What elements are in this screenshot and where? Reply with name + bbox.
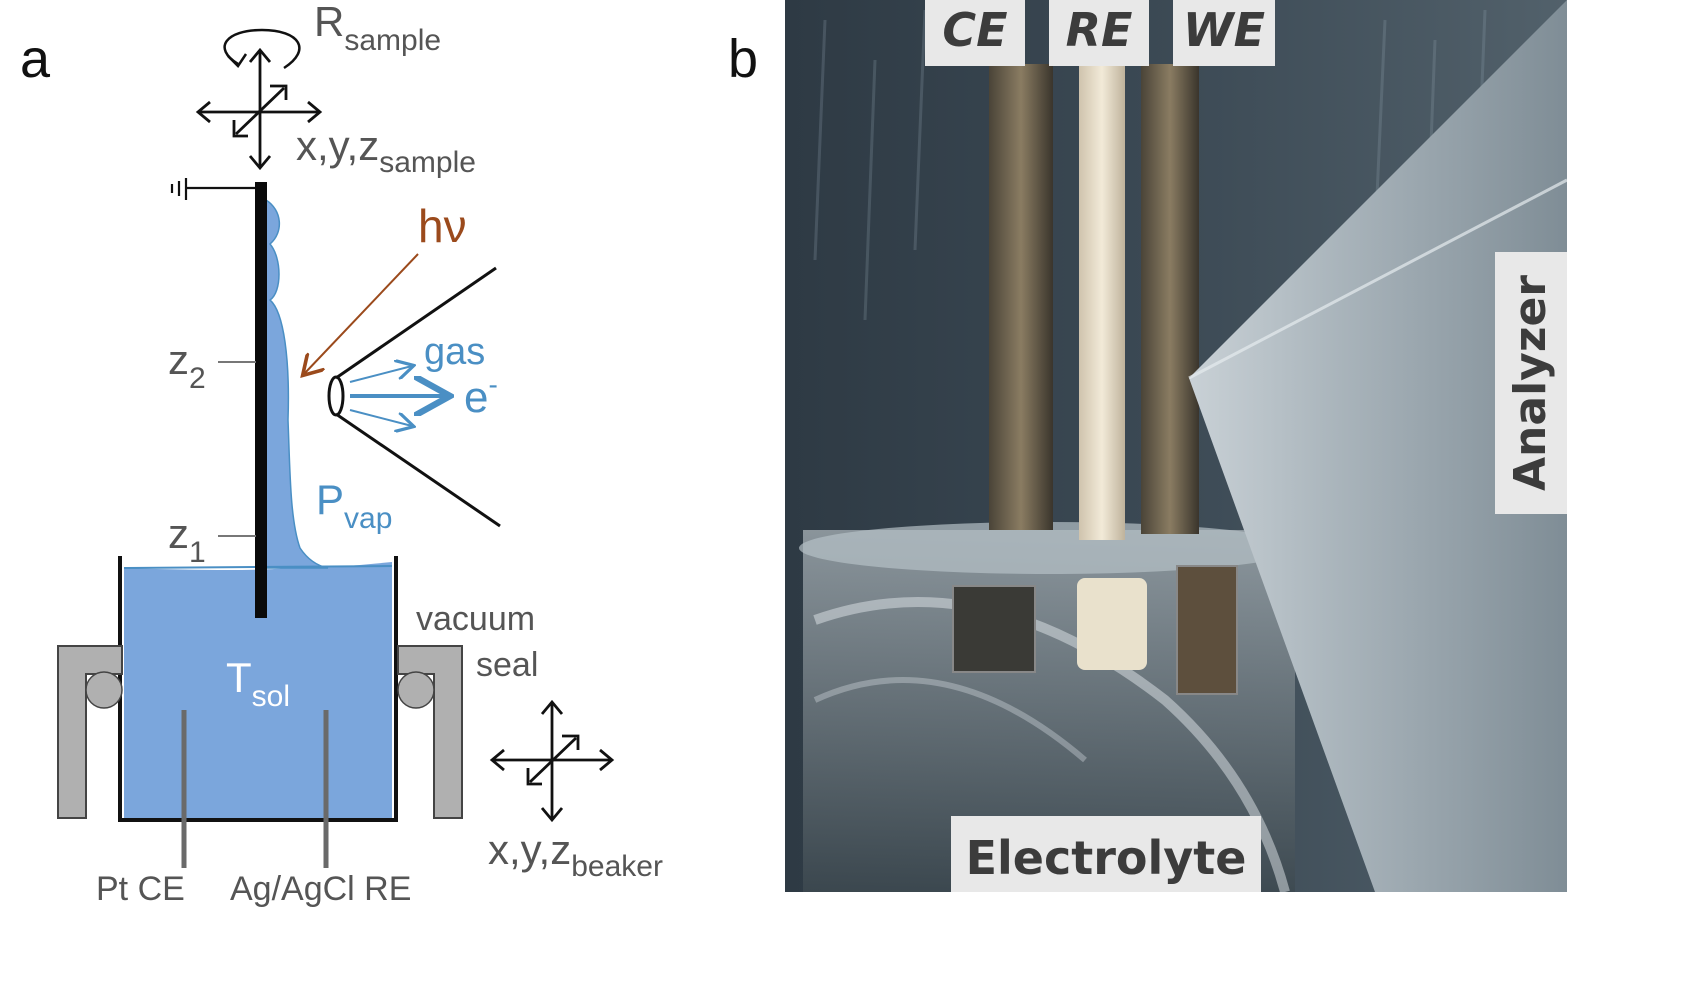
analyzer-cone	[327, 266, 501, 528]
rotation-arrowhead	[227, 53, 248, 68]
photon-beam-arrow	[304, 253, 419, 374]
gas-arrow-down	[349, 409, 412, 426]
electrolyte-label: Electrolyte	[966, 831, 1247, 885]
vacuum-label: vacuum	[416, 600, 535, 638]
xyz-beaker-label: x,y,zbeaker	[488, 826, 663, 883]
working-electrode	[255, 182, 267, 618]
we-label: WE	[1183, 3, 1265, 57]
pvap-label: Pvap	[316, 476, 392, 535]
pt-ce-label: Pt CE	[96, 870, 185, 908]
oring-right	[397, 671, 435, 709]
rotation-arrow	[223, 28, 301, 70]
glass-beaker	[803, 530, 1295, 892]
meniscus-film	[265, 198, 329, 569]
analyzer-cone-photo	[1189, 0, 1567, 892]
analyzer-label: Analyzer	[1505, 275, 1556, 491]
ce-label: CE	[942, 3, 1007, 57]
sample-xyz-cross	[195, 47, 323, 171]
ground-icon	[170, 178, 256, 200]
agcl-re-label: Ag/AgCl RE	[230, 870, 411, 908]
xyz-sample-label: x,y,zsample	[296, 122, 476, 179]
z2-label: z2	[168, 336, 206, 395]
ce-electrode-foil	[989, 64, 1053, 530]
re-label: RE	[1066, 3, 1133, 57]
seal-bracket-right	[397, 645, 463, 819]
re-electrode-rod	[1079, 64, 1125, 540]
oring-left	[85, 671, 123, 709]
r-sample-label: Rsample	[314, 0, 441, 57]
panel-a-letter: a	[20, 29, 51, 89]
panel-a-schematic: Rsample x,y,zsample z2 z1 hν gas e-	[57, 0, 663, 908]
hv-label: hν	[418, 200, 467, 252]
beaker-xyz-cross	[489, 699, 615, 823]
gas-label: gas	[424, 331, 485, 373]
panel-b-letter: b	[728, 29, 759, 89]
we-electrode-foil	[1141, 64, 1199, 534]
electron-label: e-	[464, 369, 498, 422]
panel-b-photo: CE RE WE Analyzer Electrolyte	[785, 0, 1567, 892]
tsol-label: Tsol	[226, 654, 290, 713]
gas-arrow-up	[349, 366, 412, 383]
seal-label: seal	[476, 646, 538, 684]
z1-label: z1	[168, 510, 206, 569]
seal-bracket-left	[57, 645, 123, 819]
